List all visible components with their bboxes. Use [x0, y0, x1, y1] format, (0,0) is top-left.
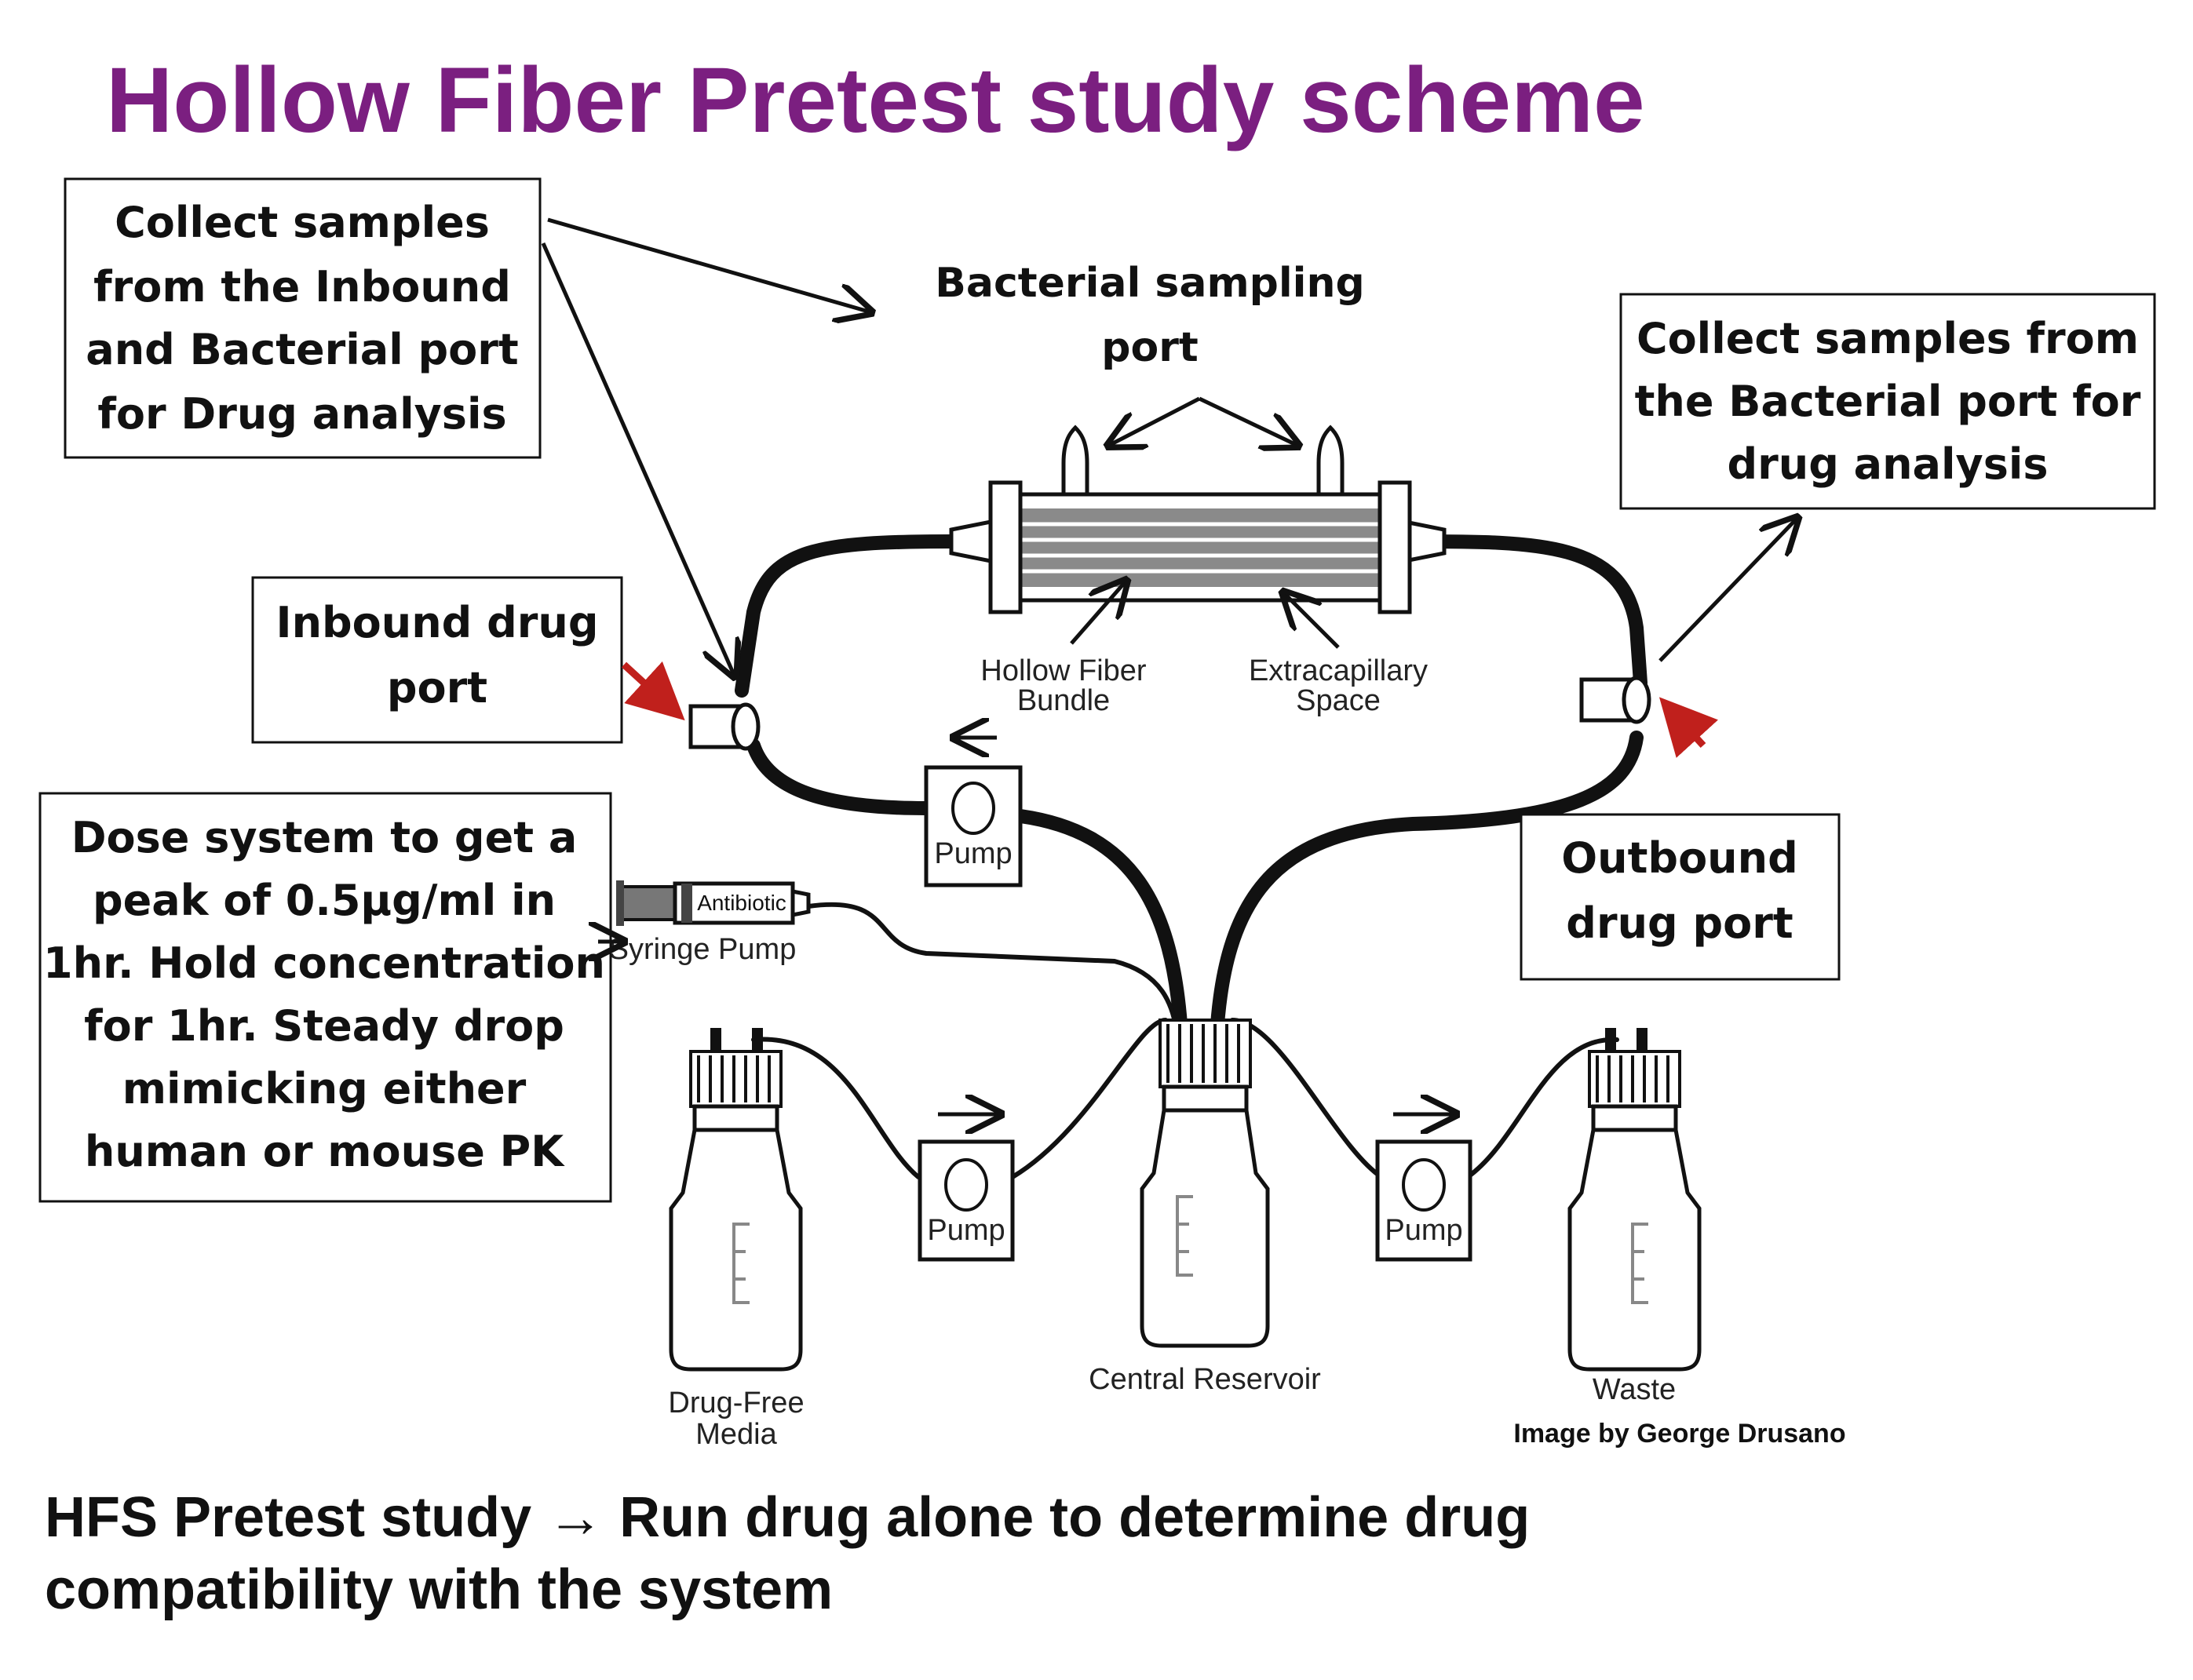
sampling-port-left [1061, 425, 1089, 505]
inbound-port-cylinder [688, 702, 761, 751]
svg-text:Inbound drug: Inbound drug [275, 598, 598, 647]
svg-text:drug analysis: drug analysis [1727, 439, 2048, 489]
svg-text:from the Inbound: from the Inbound [93, 262, 511, 312]
hollow-fiber-bundle-label: Hollow Fiber Bundle [980, 654, 1147, 717]
bottle-central-reservoir: Central Reservoir [1089, 1019, 1321, 1396]
svg-text:Pump: Pump [934, 837, 1012, 870]
svg-text:for Drug analysis: for Drug analysis [97, 389, 506, 439]
pump-top: Pump [924, 765, 1023, 887]
svg-text:human or mouse PK: human or mouse PK [85, 1127, 565, 1176]
svg-text:port: port [1101, 324, 1198, 371]
svg-text:Bundle: Bundle [1017, 684, 1110, 717]
svg-text:Space: Space [1296, 684, 1381, 717]
hollow-fiber-cartridge [949, 425, 1447, 614]
collect-bacterial-callout: Collect samples from the Bacterial port … [1619, 293, 2156, 510]
pump-left: Pump [918, 1139, 1015, 1262]
svg-text:and Bacterial port: and Bacterial port [86, 325, 518, 374]
outbound-drug-port-callout: Outbound drug port [1520, 813, 1841, 981]
bottle-drug-free-media: Drug-Free Media [668, 1028, 805, 1451]
svg-text:Dose system to get a: Dose system to get a [71, 813, 578, 862]
page-title: Hollow Fiber Pretest study scheme [106, 49, 1645, 152]
svg-text:mimicking either: mimicking either [122, 1064, 527, 1113]
svg-text:peak of 0.5µg/ml in: peak of 0.5µg/ml in [93, 876, 556, 925]
svg-text:Outbound: Outbound [1561, 833, 1797, 883]
svg-text:1hr. Hold concentration: 1hr. Hold concentration [43, 938, 605, 988]
svg-text:port: port [387, 663, 487, 712]
svg-text:Drug-Free: Drug-Free [668, 1387, 804, 1419]
dose-system-callout: Dose system to get a peak of 0.5µg/ml in… [38, 792, 612, 1203]
tubing [735, 534, 1647, 1179]
svg-text:drug port: drug port [1566, 898, 1793, 948]
syringe: Antibiotic Syringe Pump [609, 880, 811, 966]
svg-text:Bacterial sampling: Bacterial sampling [935, 260, 1365, 307]
pump-right: Pump [1375, 1139, 1472, 1262]
svg-text:the Bacterial port for: the Bacterial port for [1635, 377, 2141, 426]
bottle-waste: Waste [1567, 1028, 1702, 1406]
inbound-drug-port-callout: Inbound drug port [251, 576, 623, 744]
svg-text:compatibility with the system: compatibility with the system [45, 1558, 833, 1621]
svg-text:Collect samples: Collect samples [115, 198, 490, 247]
outbound-port-cylinder [1579, 676, 1651, 724]
extracapillary-space-label: Extracapillary Space [1249, 654, 1428, 717]
svg-text:Media: Media [695, 1418, 777, 1451]
collect-inbound-callout: Collect samples from the Inbound and Bac… [64, 177, 542, 459]
svg-text:Central Reservoir: Central Reservoir [1089, 1363, 1321, 1396]
flow-direction-arrows [938, 738, 1456, 1114]
image-credit: Image by George Drusano [1513, 1419, 1845, 1449]
svg-text:Waste: Waste [1593, 1373, 1676, 1406]
svg-text:Extracapillary: Extracapillary [1249, 654, 1428, 687]
bacterial-sampling-port-label: Bacterial sampling port [935, 260, 1365, 371]
svg-text:Antibiotic: Antibiotic [697, 891, 786, 915]
svg-text:HFS Pretest study → Run drug a: HFS Pretest study → Run drug alone to de… [45, 1486, 1530, 1549]
svg-text:for 1hr. Steady drop: for 1hr. Steady drop [84, 1001, 564, 1051]
syringe-pump-label: Syringe Pump [609, 933, 797, 966]
svg-text:Collect samples from: Collect samples from [1637, 314, 2139, 363]
svg-text:Pump: Pump [1385, 1214, 1462, 1247]
svg-text:Pump: Pump [927, 1214, 1005, 1247]
svg-text:Hollow Fiber: Hollow Fiber [980, 654, 1147, 687]
sampling-port-right [1316, 425, 1345, 505]
footer-summary: HFS Pretest study → Run drug alone to de… [45, 1486, 1530, 1621]
